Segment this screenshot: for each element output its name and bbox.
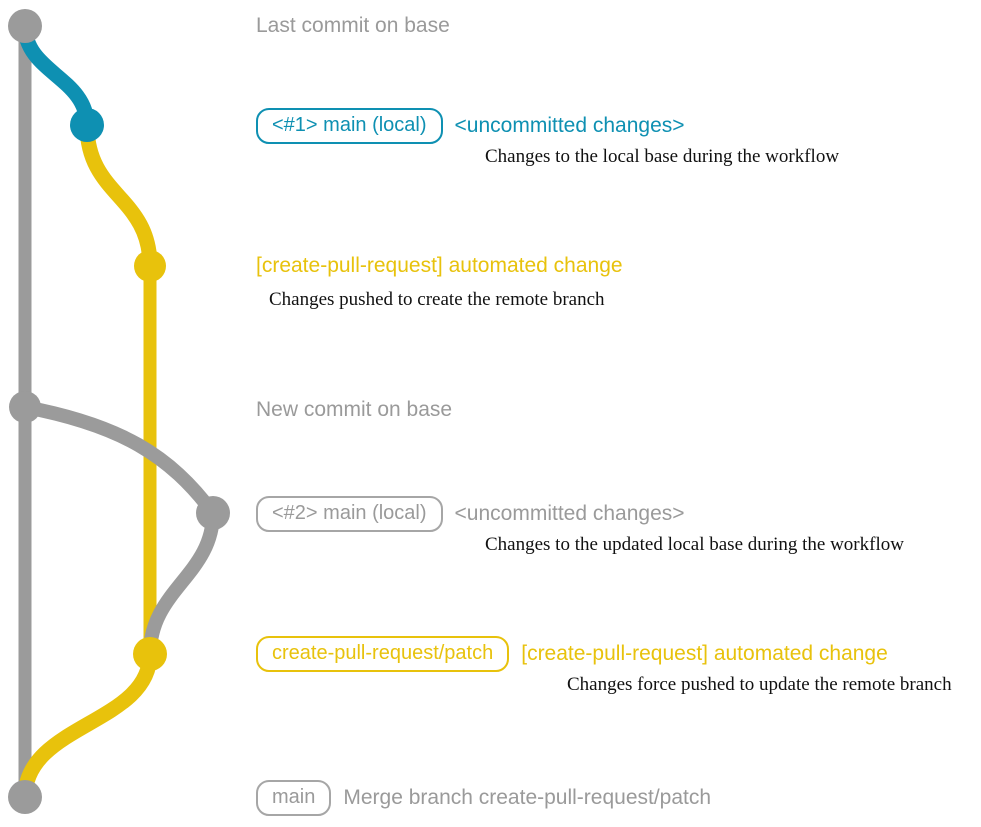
commit-note-patch-2: Changes force pushed to update the remot… [567, 674, 952, 695]
edge-local-2-to-patch-2 [143, 506, 220, 661]
commit-node-local-1[interactable] [70, 108, 104, 142]
edge-patch-2-to-merge [17, 646, 158, 805]
edge-base-to-local-1 [17, 18, 95, 133]
headline-last-commit-on-base: Last commit on base [256, 14, 450, 37]
commit-subject-local-2: <uncommitted changes> [454, 502, 685, 525]
entry-row-merge: main Merge branch create-pull-request/pa… [256, 780, 711, 816]
entry-row-patch-2: create-pull-request/patch [create-pull-r… [256, 636, 888, 672]
entry-row-local-1: <#1> main (local) <uncommitted changes> [256, 108, 685, 144]
headline-patch-1-automated-change: [create-pull-request] automated change [256, 254, 623, 277]
commit-node-patch-1[interactable] [134, 250, 166, 282]
headline-new-commit-on-base: New commit on base [256, 398, 453, 421]
ref-pill-main[interactable]: main [256, 780, 332, 816]
commit-note-local-1: Changes to the local base during the wor… [485, 146, 840, 167]
commit-subject-patch-2: [create-pull-request] automated change [521, 642, 888, 665]
ref-pill-main-local-1[interactable]: <#1> main (local) [256, 108, 443, 144]
commit-node-patch-2[interactable] [133, 637, 167, 671]
commit-subject-local-1: <uncommitted changes> [454, 114, 685, 137]
ref-pill-main-local-2[interactable]: <#2> main (local) [256, 496, 443, 532]
edge-local-1-to-patch-1 [79, 117, 158, 274]
commit-node-base-new[interactable] [9, 391, 41, 423]
commit-node-local-2[interactable] [196, 496, 230, 530]
entry-row-local-2: <#2> main (local) <uncommitted changes> [256, 496, 685, 532]
commit-subject-merge: Merge branch create-pull-request/patch [343, 786, 712, 809]
commit-note-local-2: Changes to the updated local base during… [485, 534, 904, 555]
commit-note-patch-1: Changes pushed to create the remote bran… [269, 289, 605, 310]
commit-node-merge[interactable] [8, 780, 42, 814]
ref-pill-create-pull-request-patch[interactable]: create-pull-request/patch [256, 636, 510, 672]
edge-base-new-to-local-2 [18, 400, 220, 520]
commit-node-base-head[interactable] [8, 9, 42, 43]
